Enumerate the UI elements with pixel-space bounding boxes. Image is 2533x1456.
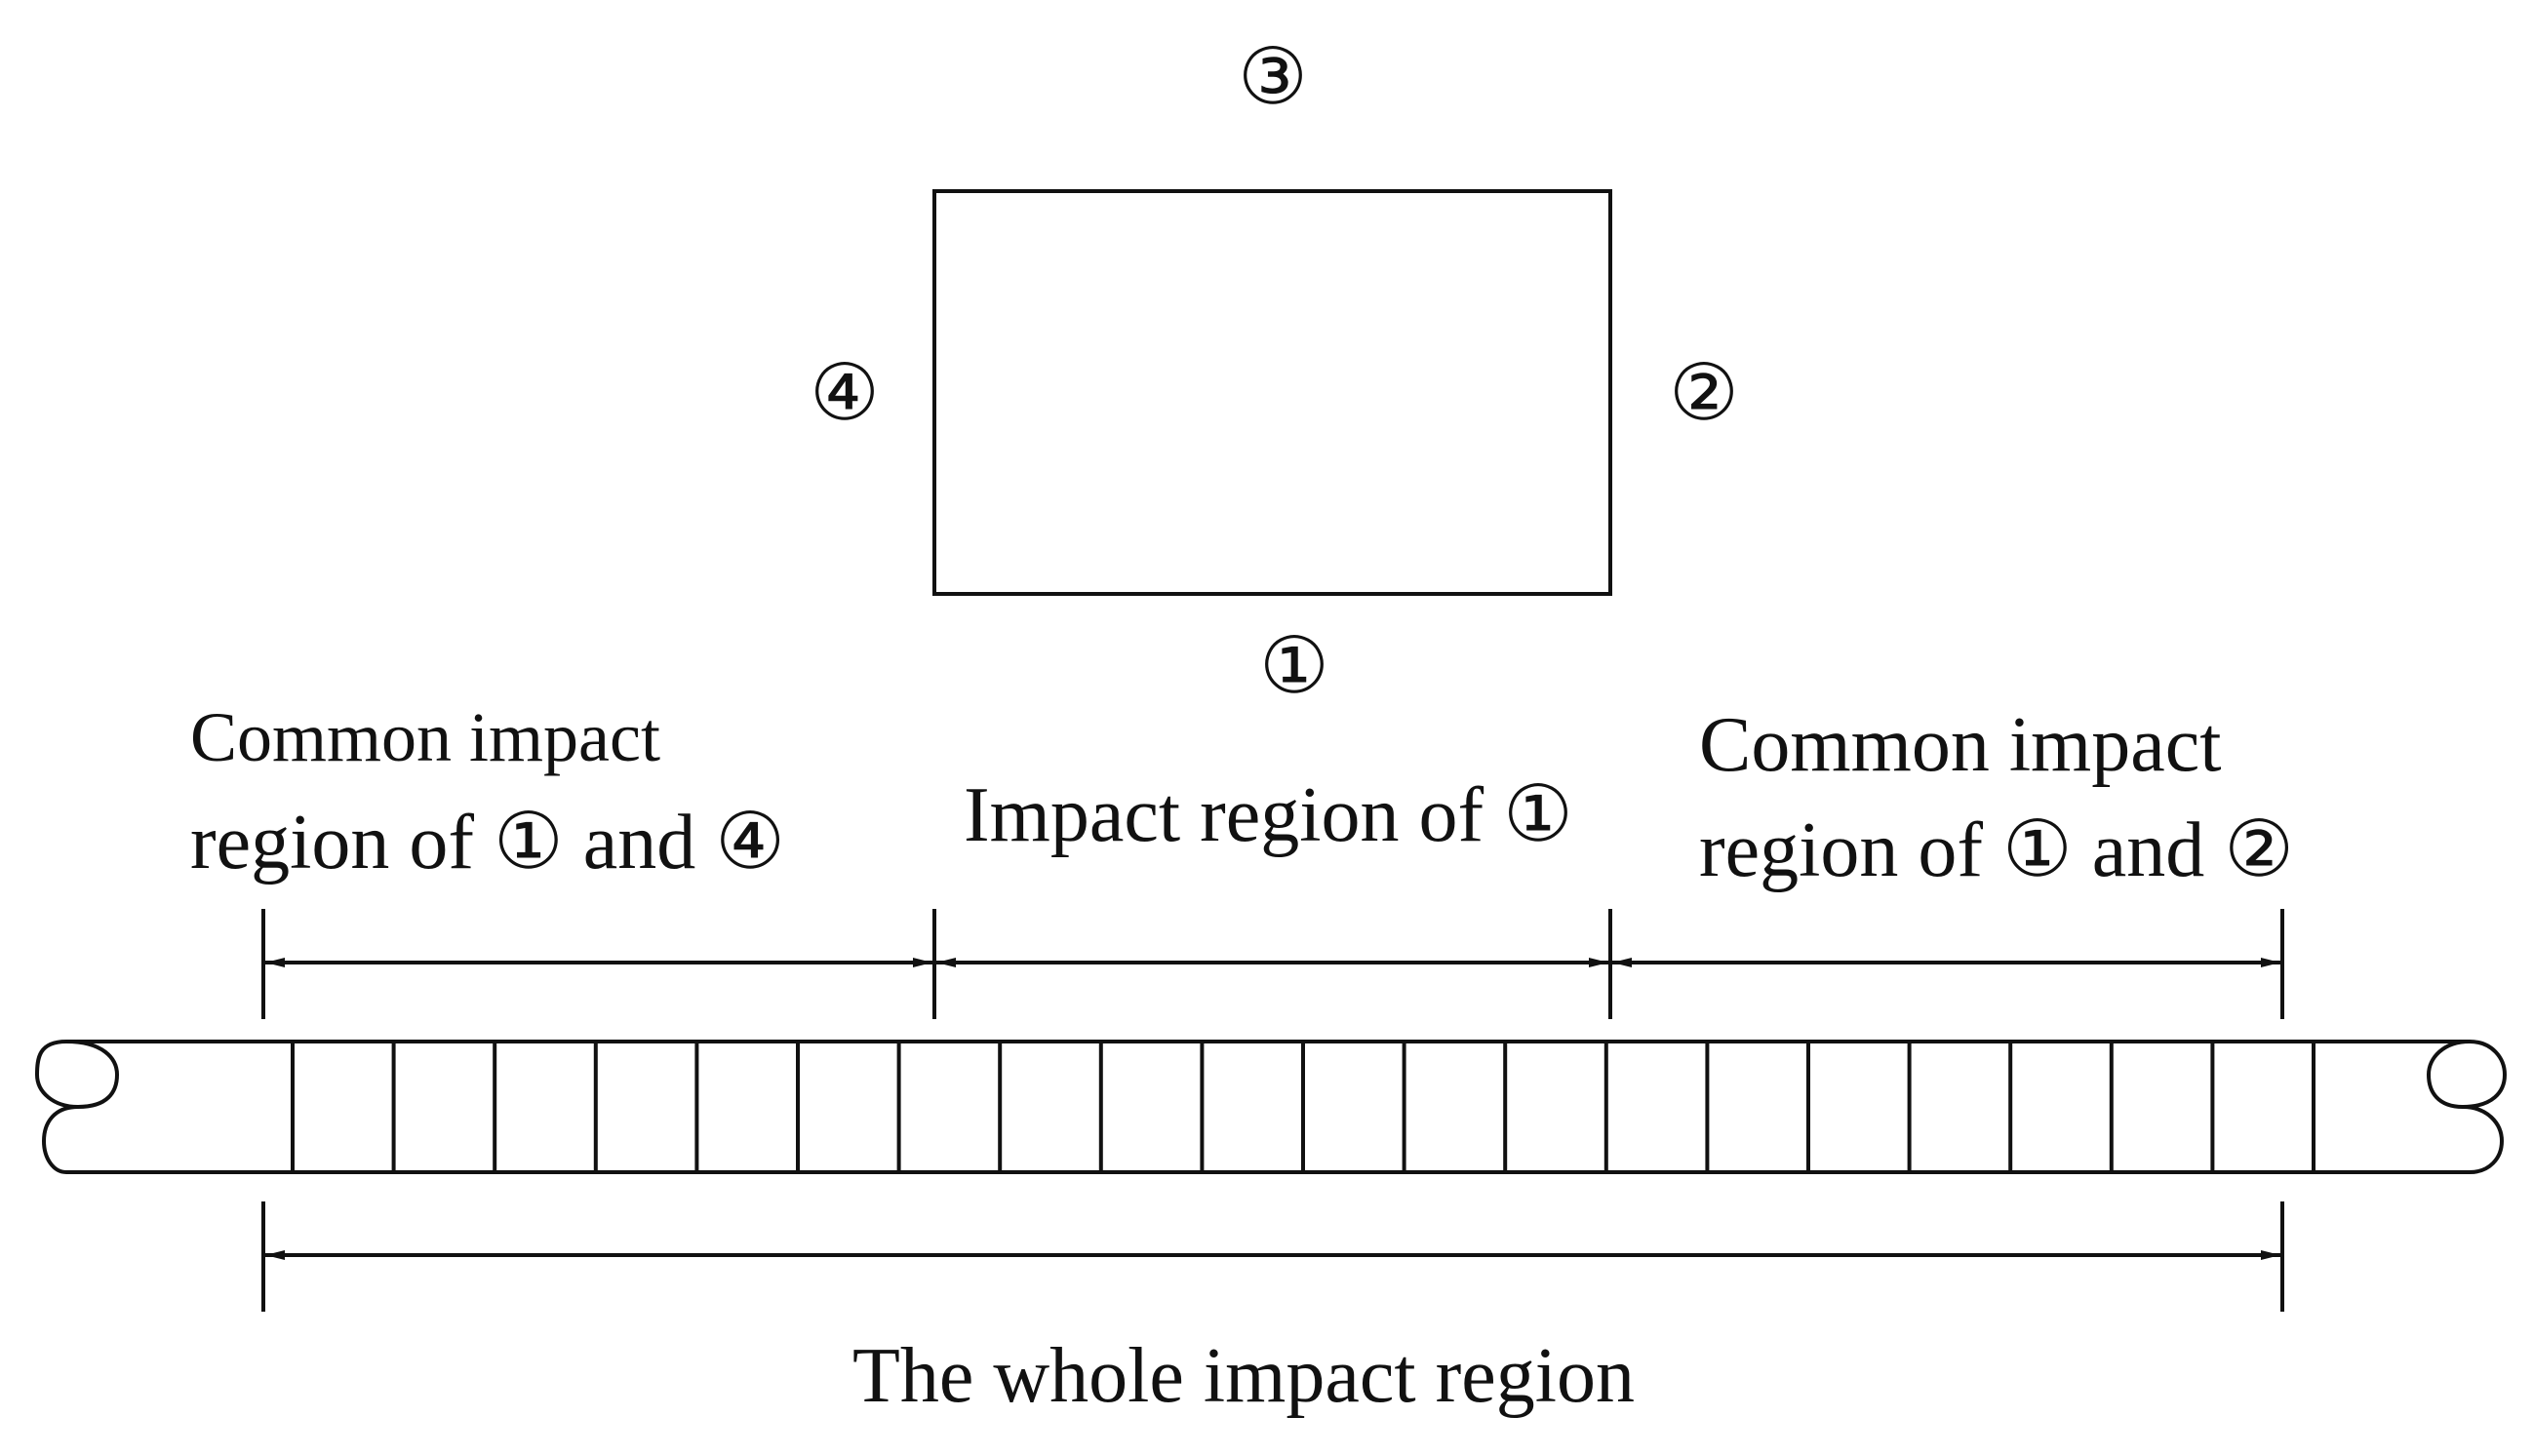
belt-right-roll: [2426, 1040, 2508, 1174]
belt-left-roll: [34, 1040, 120, 1174]
left-region-caption-line2: region of ① and ④: [190, 800, 785, 885]
conveyor-belt: [34, 1040, 2508, 1174]
left-region-caption-line1: Common impact: [190, 698, 660, 776]
region-captions: Common impact region of ① and ④ Impact r…: [190, 698, 2294, 1419]
belt-segment-dividers: [291, 1042, 2315, 1172]
label-right-2: ②: [1669, 351, 1739, 437]
source-rectangle: [932, 189, 1612, 596]
label-top-3: ③: [1238, 35, 1308, 121]
right-region-caption-line2: region of ① and ②: [1699, 807, 2294, 893]
source-box-group: ③ ④ ② ①: [810, 35, 1739, 710]
whole-region-caption: The whole impact region: [852, 1333, 1635, 1419]
upper-dimension-lines: [261, 909, 2284, 1019]
label-bottom-1: ①: [1259, 624, 1329, 710]
label-left-4: ④: [810, 351, 880, 437]
lower-dimension-line: [261, 1201, 2284, 1312]
right-region-caption-line1: Common impact: [1699, 702, 2222, 788]
middle-region-caption: Impact region of ①: [964, 772, 1573, 858]
